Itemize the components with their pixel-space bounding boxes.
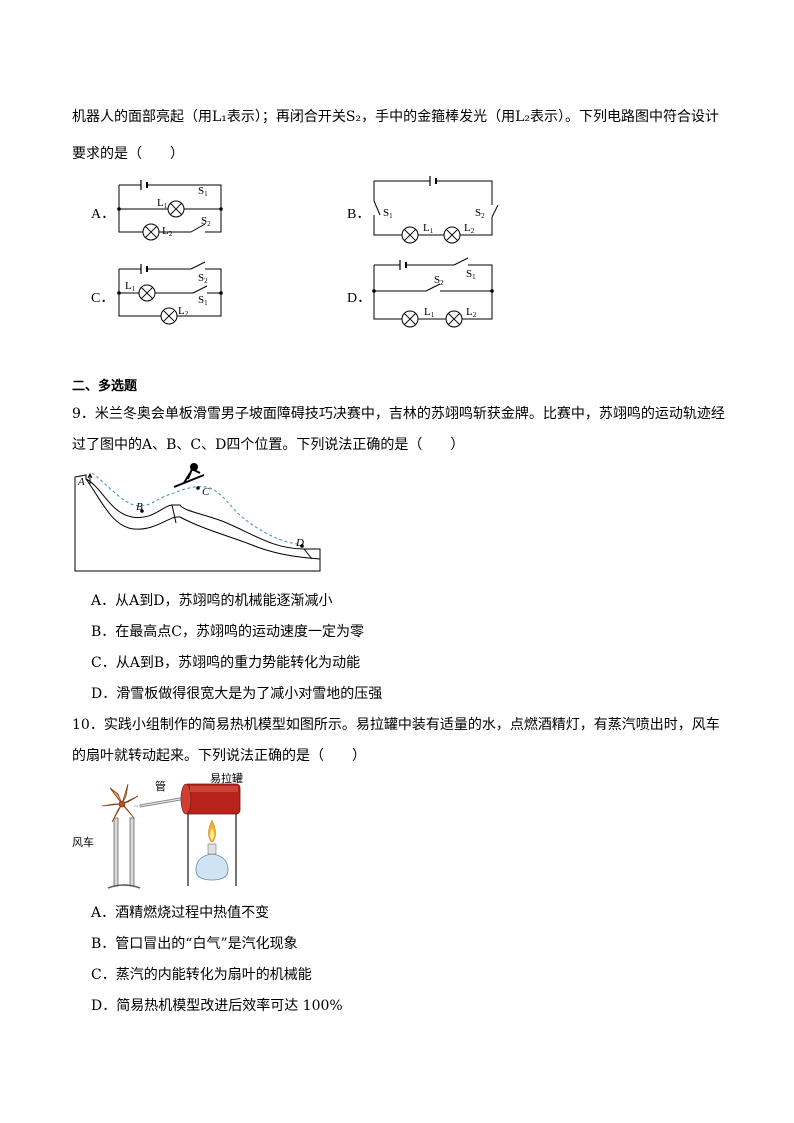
q8-circuit-c: S2 L1 S1 L2 bbox=[117, 261, 223, 325]
q8-text-line1: 机器人的面部亮起（用L₁表示）；再闭合开关S₂，手中的金箍棒发光（用L₂表示）。… bbox=[72, 109, 720, 125]
q10-text-line1: 10．实践小组制作的简易热机模型如图所示。易拉罐中装有适量的水，点燃酒精灯，有蒸… bbox=[72, 717, 720, 733]
q8-a-s1-label: S1 bbox=[198, 185, 208, 198]
q9-choice-b[interactable]: B．在最高点C，苏翊鸣的运动速度一定为零 bbox=[91, 624, 364, 640]
q8-b-l1-label: L1 bbox=[423, 222, 434, 235]
q10-choice-d[interactable]: D．简易热机模型改进后效率可达 100% bbox=[91, 998, 343, 1014]
q8-circuit-a: S1 L1 S2 L2 bbox=[117, 180, 223, 241]
q8-d-l1-label: L1 bbox=[424, 306, 435, 319]
q9-choice-c[interactable]: C．从A到B，苏翊鸣的重力势能转化为动能 bbox=[91, 655, 361, 671]
q8-c-s2-label: S2 bbox=[198, 272, 208, 285]
q8-c-l1-label: L1 bbox=[125, 280, 136, 293]
q8-circuit-b: S1 S2 L1 L2 bbox=[373, 176, 499, 244]
q9-point-a-label: A bbox=[77, 476, 85, 488]
section-title-multiple-choice: 二、多选题 bbox=[72, 379, 138, 394]
q10-choice-b[interactable]: B．管口冒出的“白气”是汽化现象 bbox=[91, 936, 298, 952]
q9-choice-a[interactable]: A．从A到D，苏翊鸣的机械能逐渐减小 bbox=[91, 593, 333, 609]
q9-point-d-label: D bbox=[295, 537, 304, 549]
q10-choice-c[interactable]: C．蒸汽的内能转化为扇叶的机械能 bbox=[91, 967, 312, 983]
q10-windmill-label: 风车 bbox=[72, 835, 94, 849]
q8-option-a-label[interactable]: A． bbox=[91, 207, 116, 222]
q8-circuit-d: S1 S2 L1 L2 bbox=[372, 257, 494, 328]
q10-heat-engine-figure: 管 易拉罐 风车 bbox=[72, 771, 243, 889]
q8-b-s2-label: S2 bbox=[475, 207, 485, 220]
q8-text-line2: 要求的是（ ） bbox=[72, 146, 184, 162]
q8-b-s1-label: S1 bbox=[383, 207, 393, 220]
q9-text-line2: 过了图中的A、B、C、D四个位置。下列说法正确的是（ ） bbox=[72, 437, 465, 453]
q9-point-c-label: C bbox=[202, 486, 210, 498]
q8-d-s2-label: S2 bbox=[434, 274, 444, 287]
q8-d-l2-label: L2 bbox=[466, 306, 477, 319]
q8-c-l2-label: L2 bbox=[178, 305, 189, 318]
q8-a-l2-label: L2 bbox=[162, 225, 173, 238]
q10-text-line2: 的扇叶就转动起来。下列说法正确的是（ ） bbox=[72, 748, 366, 764]
q8-b-l2-label: L2 bbox=[464, 222, 475, 235]
q8-a-s2-label: S2 bbox=[201, 215, 211, 228]
q8-a-l1-label: L1 bbox=[157, 197, 168, 210]
q9-point-b-label: B bbox=[136, 501, 143, 513]
q10-choice-a[interactable]: A．酒精燃烧过程中热值不变 bbox=[91, 905, 270, 921]
q8-option-b-label[interactable]: B． bbox=[347, 207, 371, 222]
q8-option-c-label[interactable]: C． bbox=[91, 291, 115, 306]
q9-text-line1: 9．米兰冬奥会单板滑雪男子坡面障碍技巧决赛中，吉林的苏翊鸣斩获金牌。比赛中，苏翊… bbox=[72, 406, 725, 422]
q9-ski-slope-figure: A B C D bbox=[74, 463, 321, 572]
q8-c-s1-label: S1 bbox=[198, 294, 208, 307]
q10-pipe-label: 管 bbox=[155, 779, 166, 793]
q8-d-s1-label: S1 bbox=[466, 268, 476, 281]
q8-option-d-label[interactable]: D． bbox=[347, 291, 372, 306]
q10-can-label: 易拉罐 bbox=[210, 771, 243, 785]
q9-choice-d[interactable]: D．滑雪板做得很宽大是为了减小对雪地的压强 bbox=[91, 686, 383, 702]
